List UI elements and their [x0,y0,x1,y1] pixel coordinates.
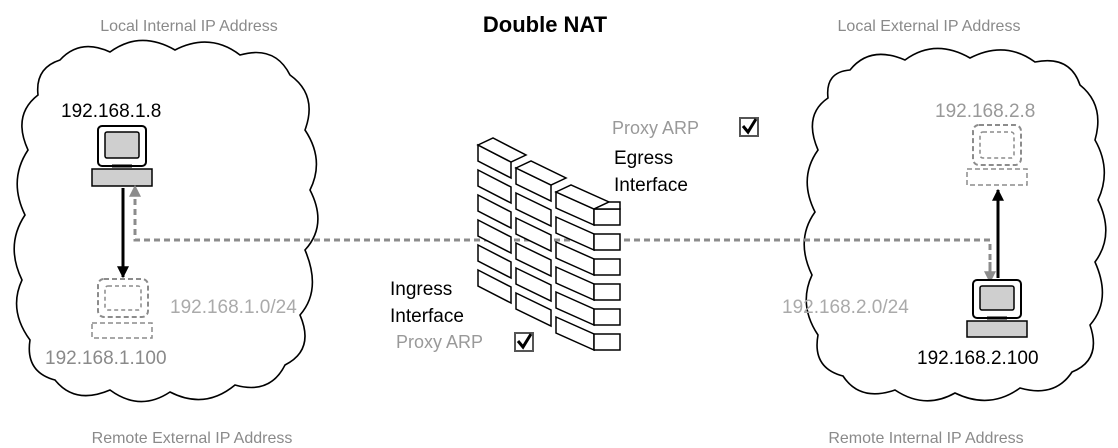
right-subnet-label: 192.168.2.0/24 [782,297,909,318]
firewall-brick-wall [476,137,621,352]
ingress-label-line1: Ingress [390,279,452,300]
left-active-computer-icon [91,125,153,187]
label-remote-external-ip: Remote External IP Address [92,430,293,447]
proxy-arp-ingress-label: Proxy ARP [396,332,483,352]
right-host-virtual-ip: 192.168.2.8 [935,101,1035,122]
right-network-cloud [803,47,1107,402]
right-host-active-ip: 192.168.2.100 [917,348,1039,369]
proxy-arp-egress-label: Proxy ARP [612,118,699,138]
ingress-label-line2: Interface [390,306,464,327]
right-virtual-computer-icon [966,124,1028,186]
proxy-arp-ingress-checkbox[interactable] [514,332,534,352]
label-local-external-ip: Local External IP Address [838,18,1021,35]
left-subnet-label: 192.168.1.0/24 [170,297,297,318]
nat-dashed-path [129,184,992,280]
left-network-cloud [13,39,319,403]
egress-label-line2: Interface [614,175,688,196]
label-remote-internal-ip: Remote Internal IP Address [828,430,1023,447]
proxy-arp-egress-checkbox[interactable] [739,117,759,137]
left-virtual-computer-icon [91,278,153,339]
left-host-active-ip: 192.168.1.8 [61,101,161,122]
left-host-virtual-ip: 192.168.1.100 [45,348,167,369]
egress-label-line1: Egress [614,148,673,169]
label-local-internal-ip: Local Internal IP Address [100,18,278,35]
right-active-computer-icon [966,279,1028,338]
diagram-title: Double NAT [483,12,608,37]
